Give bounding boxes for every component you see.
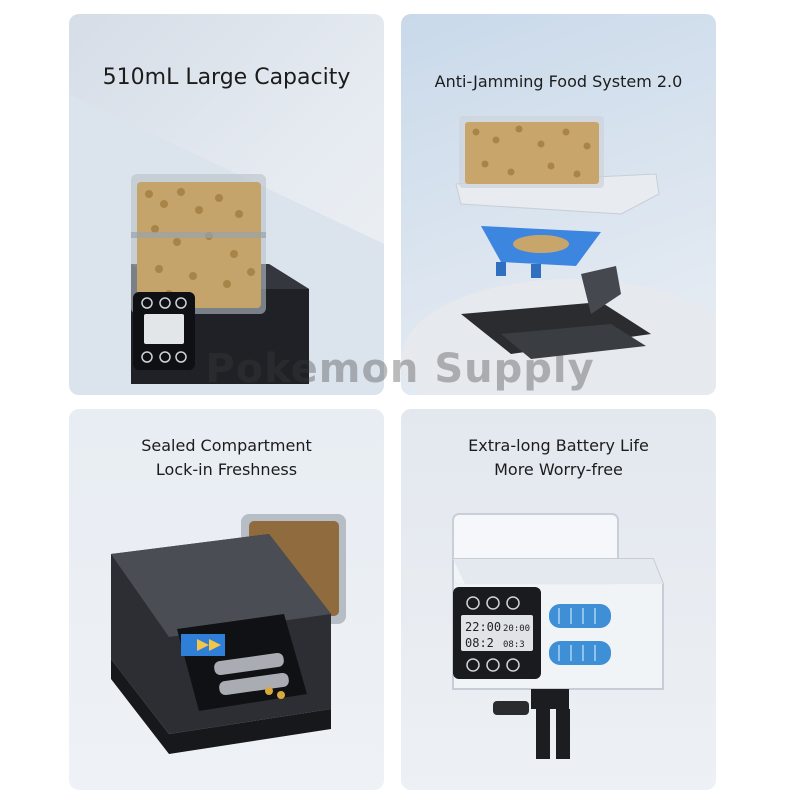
sealed-compartment-illustration [111,514,346,754]
caption-battery-line1: Extra-long Battery Life [468,436,649,455]
lcd-time-right: 20:00 [503,624,530,634]
feature-panel-sealed: Sealed Compartment Lock-in Freshness [69,409,384,790]
feature-panel-capacity: 510mL Large Capacity [69,14,384,395]
caption-anti-jamming: Anti-Jamming Food System 2.0 [434,72,683,91]
anti-jamming-exploded-illustration [401,116,716,395]
lcd-time-left: 22:00 [465,620,501,634]
caption-battery: Extra-long Battery Life More Worry-free [401,434,716,482]
feeder-capacity-illustration [69,94,384,395]
caption-sealed-line1: Sealed Compartment [141,436,312,455]
feature-panel-anti-jamming: Anti-Jamming Food System 2.0 [401,14,716,395]
caption-sealed-line2: Lock-in Freshness [155,460,298,479]
lcd-count-left: 08:2 [465,636,494,650]
feature-panel-battery: 22:00 20:00 08:2 08:3 Extra-long Battery… [401,409,716,790]
lcd-count-right: 08:3 [503,640,525,650]
caption-capacity: 510mL Large Capacity [102,65,351,90]
battery-life-illustration: 22:00 20:00 08:2 08:3 [452,513,664,759]
caption-battery-line2: More Worry-free [494,460,623,479]
caption-sealed: Sealed Compartment Lock-in Freshness [69,434,384,482]
